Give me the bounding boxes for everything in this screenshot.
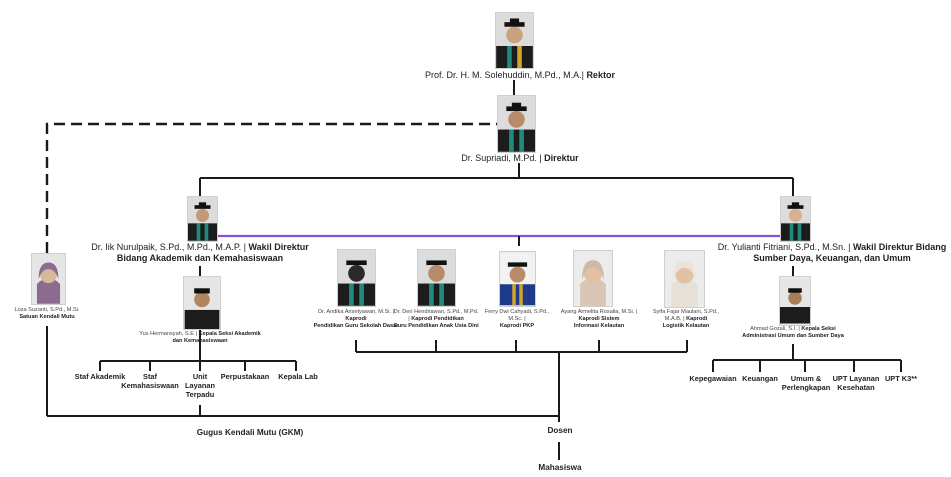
kaprodi-3-photo bbox=[499, 251, 536, 307]
rektor-photo bbox=[495, 12, 534, 69]
skm-photo bbox=[31, 253, 66, 305]
kaprodi-1-role: Kaprodi bbox=[345, 315, 367, 322]
wadir2-role-line2: Sumber Daya, Keuangan, dan Umum bbox=[753, 252, 911, 263]
direktur-photo bbox=[497, 95, 536, 153]
gkm-label: Gugus Kendali Mutu (GKM) bbox=[196, 428, 304, 437]
kasi-akademik-label: Yus Hermansyah, S.E | Kepala Seksi Akade… bbox=[139, 331, 261, 344]
unit-umum-3: Umum & Perlengkapan bbox=[781, 374, 831, 392]
rektor-role: Rektor bbox=[586, 70, 615, 80]
dosen-label: Dosen bbox=[547, 426, 573, 435]
kaprodi-2-label: Dr. Deri Hendriawan, S.Pd., M.Pd. | Kapr… bbox=[393, 309, 479, 329]
kaprodi-4-photo bbox=[573, 250, 613, 307]
kaprodi-5-name: Syifa Fajar Maulani, S.Pd., M.A.B. bbox=[652, 309, 720, 322]
unit-akademik-4: Perpustakaan bbox=[220, 372, 270, 381]
kaprodi-5-photo bbox=[664, 250, 705, 308]
wadir1-name: Dr. Iik Nurulpaik, S.Pd., M.Pd., M.A.P. bbox=[91, 242, 242, 252]
unit-umum-4: UPT Layanan Kesehatan bbox=[832, 374, 880, 392]
kaprodi-3-role: Kaprodi PKP bbox=[499, 322, 535, 329]
kasi-umum-role: Kepala Seksi bbox=[801, 326, 836, 332]
kaprodi-5-role: Kaprodi bbox=[686, 315, 708, 322]
direktur-label: Dr. Supriadi, M.Pd. | Direktur bbox=[461, 153, 579, 163]
unit-akademik-2: Staf Kemahasiswaan bbox=[121, 372, 179, 390]
kaprodi-1-name: Dr. Andika Arisetyawan, M.Si. bbox=[317, 309, 392, 315]
unit-akademik-3: Unit Layanan Terpadu bbox=[185, 372, 215, 399]
kaprodi-2-role-line2: Guru Pendidikan Anak Usia Dini bbox=[393, 322, 479, 329]
kaprodi-3-label: Ferry Dwi Cahyadi, S.Pd., M.Sc. |Kaprodi… bbox=[484, 309, 550, 329]
unit-umum-5: UPT K3** bbox=[884, 374, 918, 383]
wadir2-role: Wakil Direktur Bidang bbox=[853, 242, 947, 252]
unit-akademik-5: Kepala Lab bbox=[278, 372, 318, 381]
unit-umum-1: Kepegawaian bbox=[689, 374, 737, 383]
rektor-label: Prof. Dr. H. M. Solehuddin, M.Pd., M.A.|… bbox=[425, 70, 615, 80]
kasi-umum-label: Ahmad Gozali, S.I. | Kepala Seksi Admini… bbox=[742, 326, 844, 339]
kaprodi-2-role: Kaprodi Pendidikan bbox=[411, 315, 464, 322]
kasi-umum-role-line2: Administrasi Umum dan Sumber Daya bbox=[742, 332, 844, 339]
wadir2-label: Dr. Yulianti Fitriani, S.Pd., M.Sn. | Wa… bbox=[717, 242, 947, 263]
wadir1-role-line2: Bidang Akademik dan Kemahasiswaan bbox=[116, 252, 284, 263]
wadir1-photo bbox=[187, 196, 218, 242]
kaprodi-4-label: Ayang Armelita Rosalia, M.Si. | Kaprodi … bbox=[560, 309, 638, 329]
kaprodi-5-label: Syifa Fajar Maulani, S.Pd., M.A.B. | Kap… bbox=[652, 309, 720, 329]
kaprodi-4-name: Ayang Armelita Rosalia, M.Si. bbox=[560, 309, 635, 315]
kasi-umum-name: Ahmad Gozali, S.I. bbox=[750, 326, 797, 332]
skm-name: Loza Suzanti, S.Pd., M.Si. bbox=[14, 307, 80, 313]
kasi-umum-photo bbox=[779, 276, 811, 326]
kaprodi-4-role: Kaprodi Sistem bbox=[578, 315, 620, 322]
kasi-akademik-name: Yus Hermansyah, S.E bbox=[139, 331, 194, 337]
line-skm-dashed bbox=[45, 122, 497, 253]
unit-umum-2: Keuangan bbox=[742, 374, 778, 383]
kaprodi-2-photo bbox=[417, 249, 456, 307]
wadir2-name: Dr. Yulianti Fitriani, S.Pd., M.Sn. bbox=[717, 242, 846, 252]
kaprodi-4-role-line2: Informasi Kelautan bbox=[573, 322, 625, 329]
mahasiswa-label: Mahasiswa bbox=[538, 463, 582, 472]
kaprodi-2-name: Dr. Deri Hendriawan, S.Pd., M.Pd. bbox=[393, 309, 479, 315]
wadir2-photo bbox=[780, 196, 811, 242]
rektor-name: Prof. Dr. H. M. Solehuddin, M.Pd., M.A. bbox=[425, 70, 582, 80]
direktur-name: Dr. Supriadi, M.Pd. bbox=[461, 153, 537, 163]
kaprodi-3-name: Ferry Dwi Cahyadi, S.Pd., M.Sc. bbox=[484, 309, 550, 322]
kasi-akademik-photo bbox=[183, 276, 221, 330]
direktur-role: Direktur bbox=[544, 153, 579, 163]
kaprodi-1-role-line2: Pendidikan Guru Sekolah Dasar bbox=[313, 322, 399, 329]
unit-akademik-1: Staf Akademik bbox=[74, 372, 126, 381]
kaprodi-1-photo bbox=[337, 249, 376, 307]
kasi-akademik-role: Kepala Seksi Akademik bbox=[198, 331, 261, 337]
wadir1-role: Wakil Direktur bbox=[248, 242, 309, 252]
skm-label: Loza Suzanti, S.Pd., M.Si. Satuan Kendal… bbox=[4, 307, 90, 321]
kasi-akademik-role-line2: dan Kemahasiswaan bbox=[172, 337, 228, 344]
wadir1-label: Dr. Iik Nurulpaik, S.Pd., M.Pd., M.A.P. … bbox=[91, 242, 309, 263]
kaprodi-5-role-line2: Logistik Kelautan bbox=[662, 322, 710, 329]
skm-role: Satuan Kendali Mutu bbox=[19, 313, 75, 320]
